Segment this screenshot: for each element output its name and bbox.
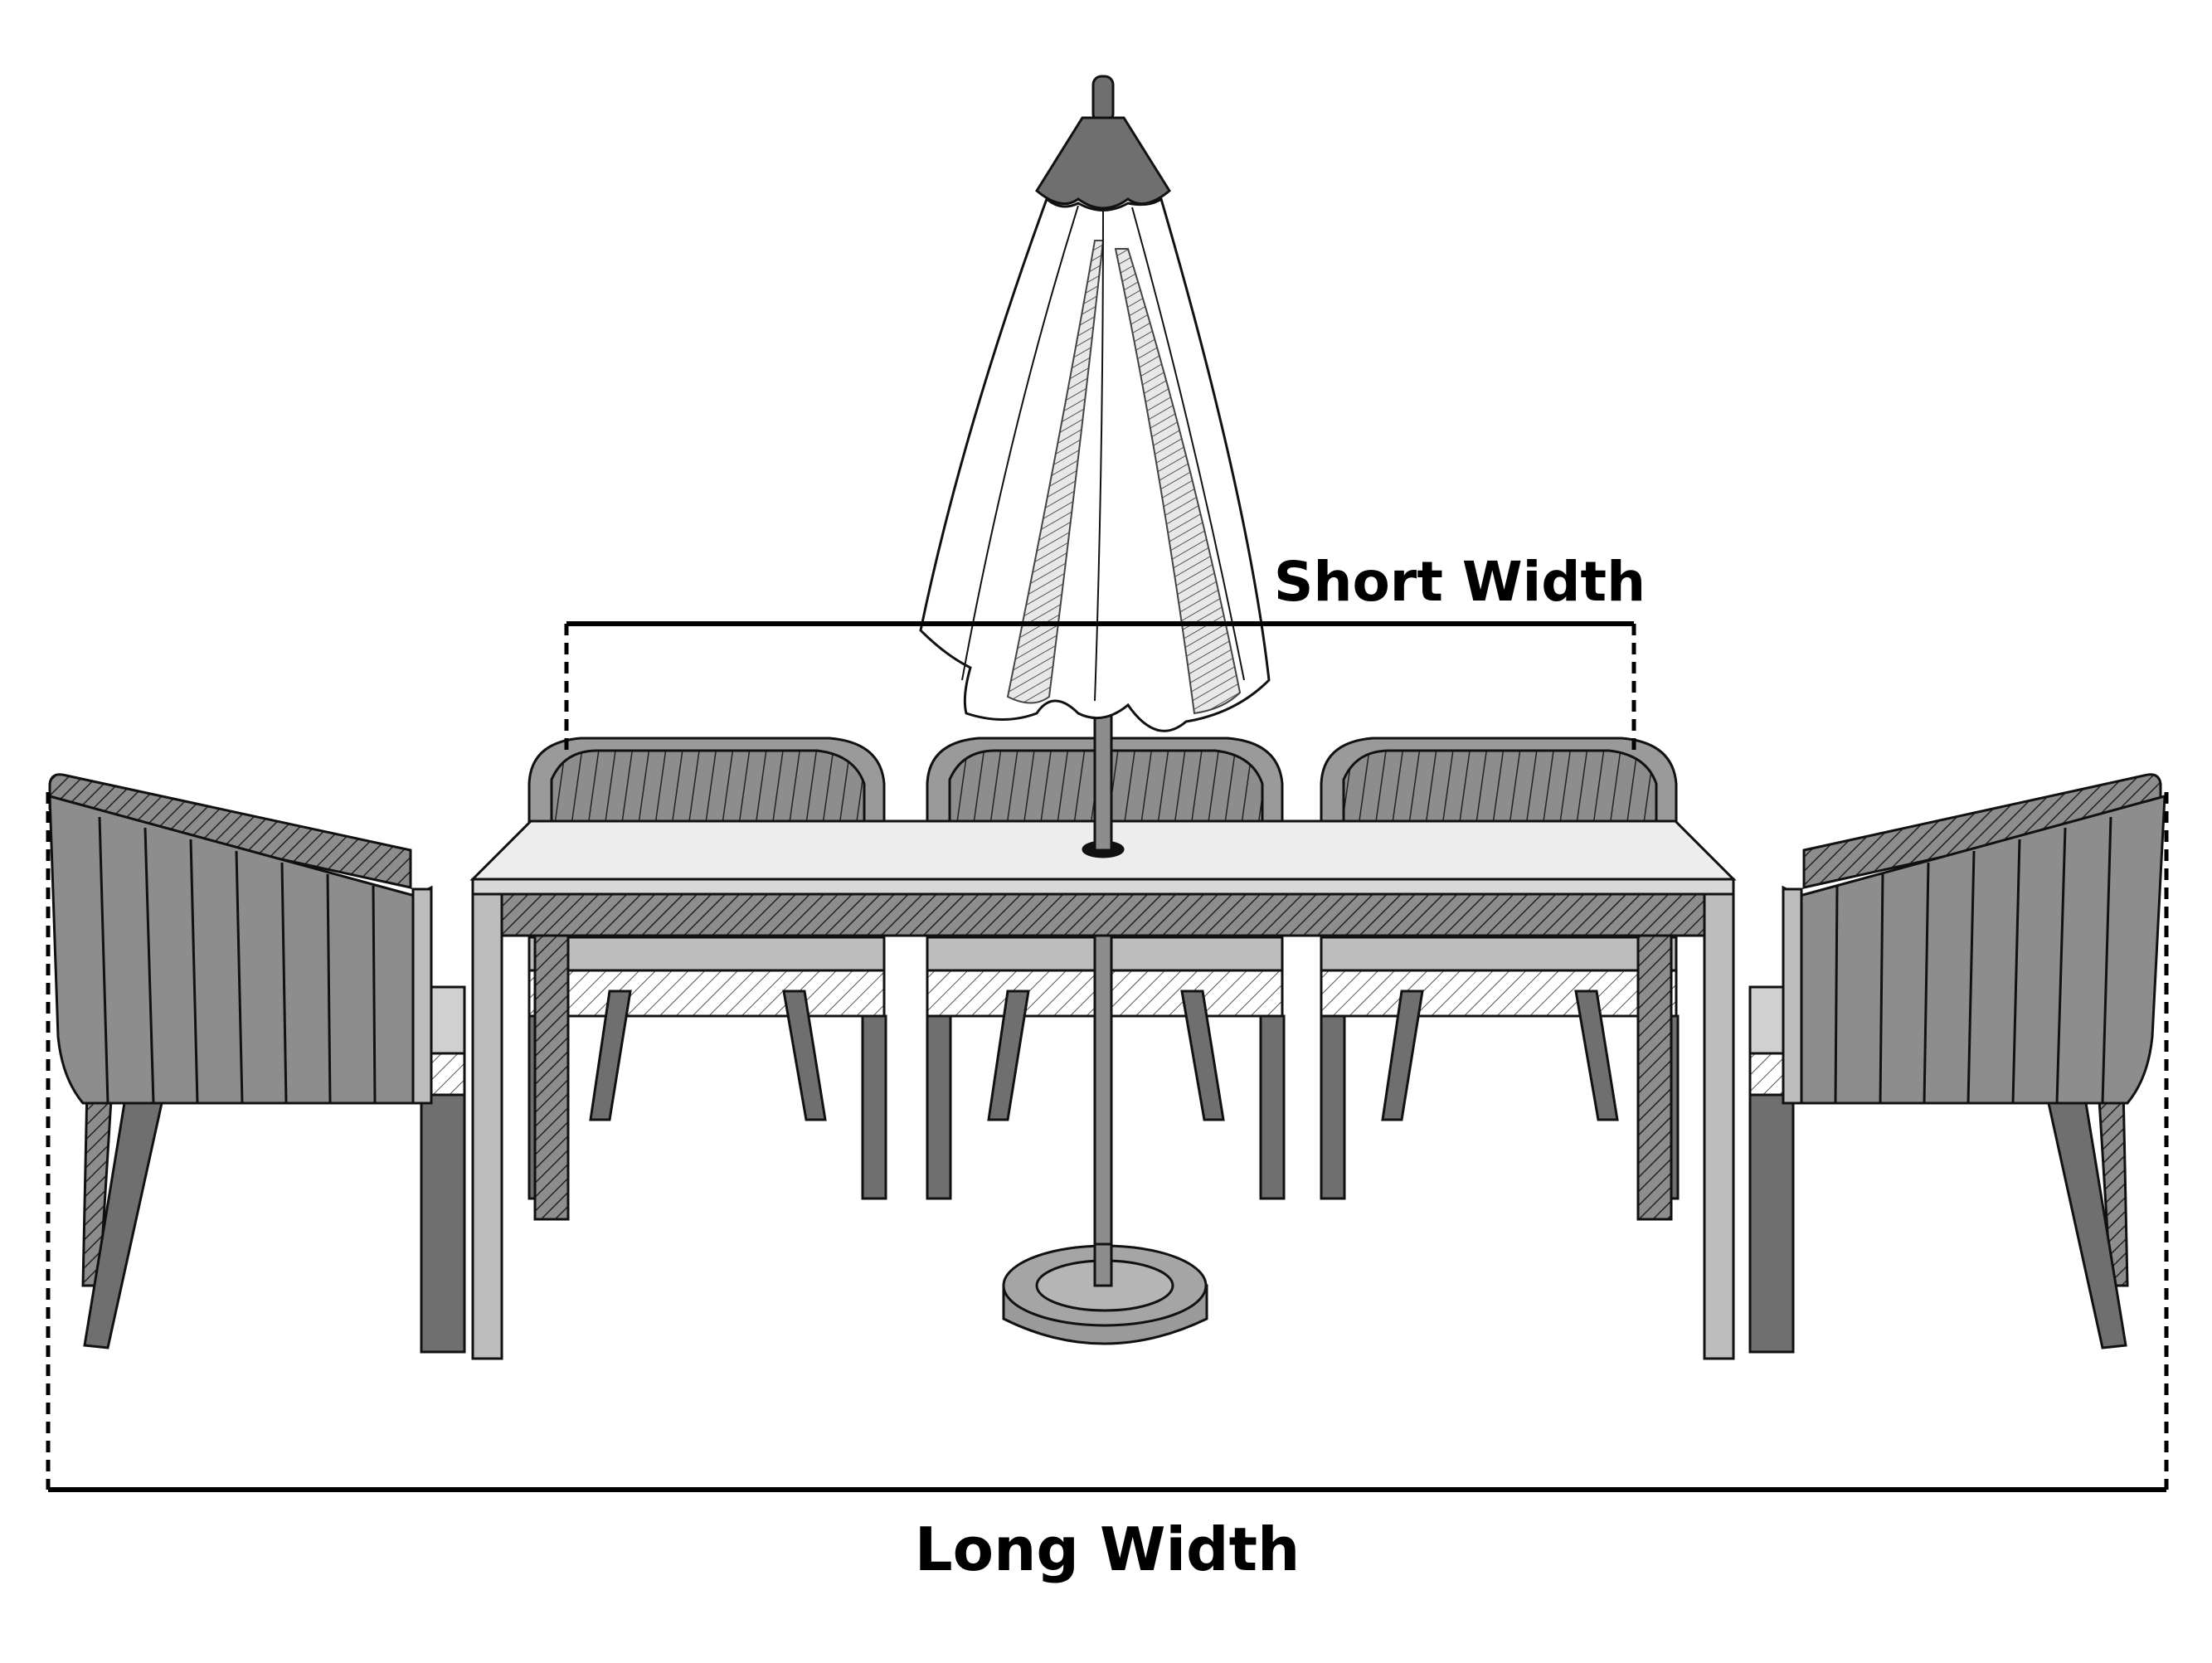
umbrella-icon [919, 75, 1271, 1345]
chair-icon [527, 737, 887, 1200]
long-width-dimension: Long Width [46, 792, 2169, 1584]
short-width-label: Short Width [1274, 550, 1646, 614]
umbrella-base-icon [1002, 1242, 1208, 1345]
long-width-label: Long Width [915, 1515, 1300, 1584]
short-width-dimension: Short Width [564, 550, 1646, 751]
armchair-icon [1748, 773, 2166, 1354]
armchair-icon [48, 773, 466, 1354]
chair-icon [1320, 737, 1680, 1200]
